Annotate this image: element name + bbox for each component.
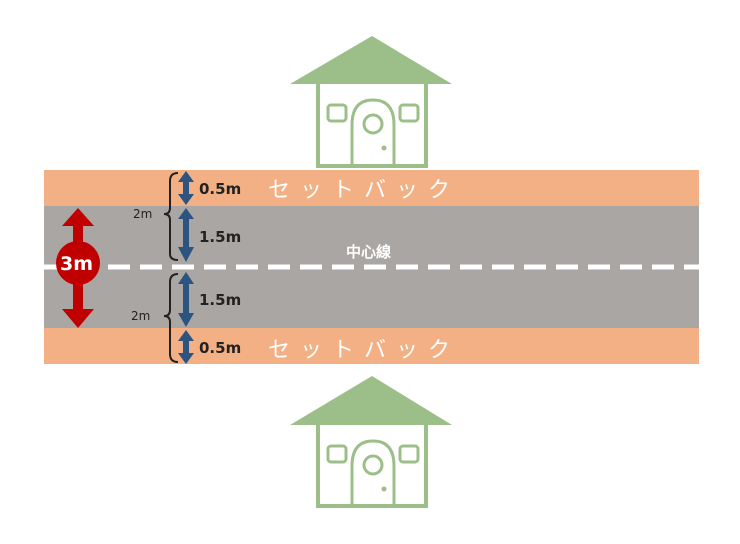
- setback-top-label: セットバック: [268, 178, 460, 203]
- setback-bottom-label: セットバック: [268, 338, 460, 363]
- top-road-arrow: [178, 208, 194, 262]
- total-width-arrow: [56, 208, 100, 328]
- house-icon: [290, 376, 452, 508]
- top-setback-dim-label: 0.5m: [199, 180, 241, 198]
- bottom-setback-arrow: [178, 330, 194, 364]
- top-bracket: [163, 172, 179, 261]
- bottom-total-dim-label: 2m: [131, 309, 150, 323]
- bottom-setback-band: [44, 328, 699, 364]
- top-total-dim-label: 2m: [133, 207, 152, 221]
- top-road-dim-label: 1.5m: [199, 228, 241, 246]
- house-icon: [290, 36, 452, 168]
- bottom-road-dim-label: 1.5m: [199, 291, 241, 309]
- bottom-bracket: [163, 273, 179, 363]
- bottom-road-arrow: [178, 272, 194, 327]
- center-line-label: 中心線: [346, 243, 391, 261]
- total-width-label: 3m: [60, 253, 93, 275]
- top-setback-band: [44, 170, 699, 206]
- top-setback-arrow: [178, 171, 194, 205]
- bottom-setback-dim-label: 0.5m: [199, 339, 241, 357]
